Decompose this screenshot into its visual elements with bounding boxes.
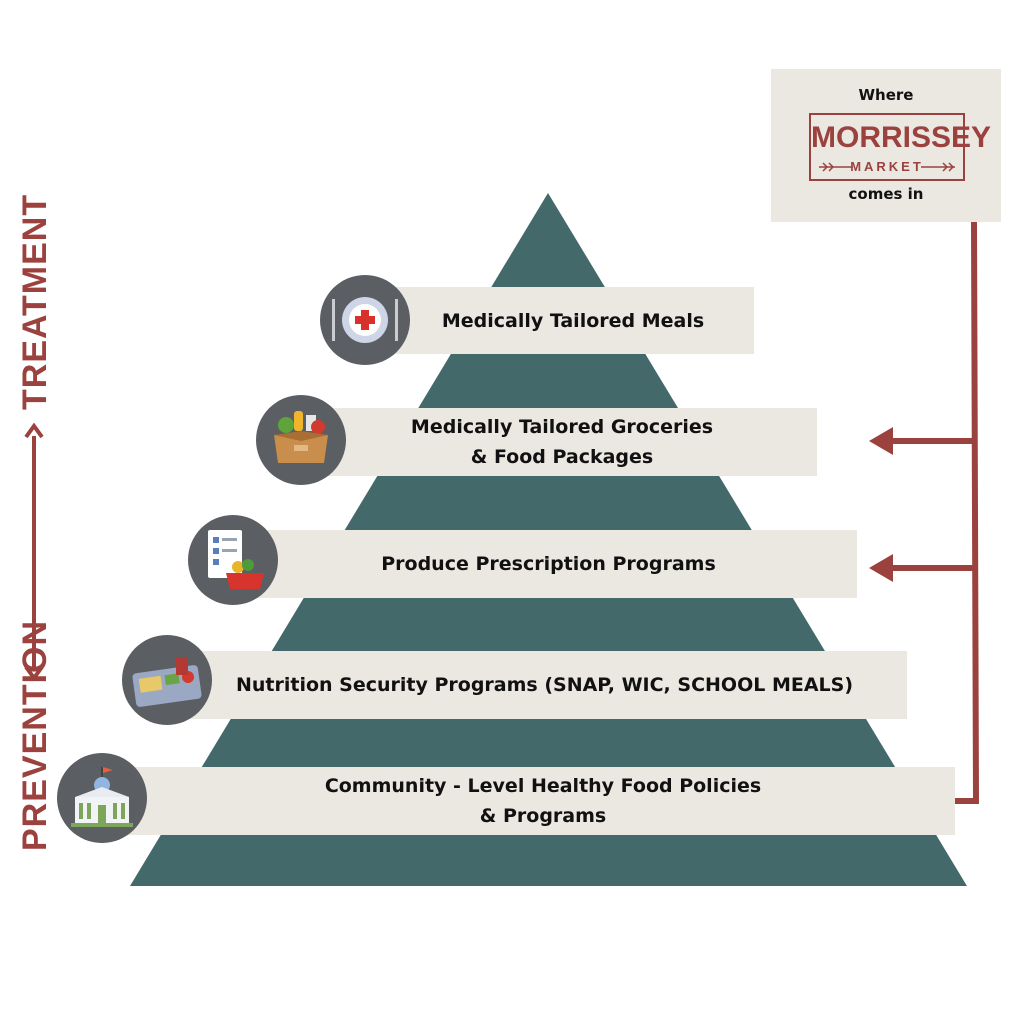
morrissey-callout: Where MORRISSEY MARKET comes in <box>771 69 1001 222</box>
treatment-label: TREATMENT <box>16 193 54 410</box>
callout-pre-text: Where <box>858 86 914 104</box>
medical-plate-icon <box>320 275 410 365</box>
tier-label-2b: & Food Packages <box>470 446 654 468</box>
tier-band-2: Medically Tailored Groceries & Food Pack… <box>307 408 817 476</box>
prescription-basket-icon <box>188 515 278 605</box>
arrowhead-produce <box>869 554 893 582</box>
tier-band-3: Produce Prescription Programs <box>240 530 857 598</box>
prevention-label: PREVENTION <box>16 619 54 851</box>
logo-brand-sub: MARKET <box>850 159 924 174</box>
tier-label-5a: Community - Level Healthy Food Policies <box>324 775 762 797</box>
tier-label-4: Nutrition Security Programs (SNAP, WIC, … <box>235 674 854 696</box>
tier-band-4: Nutrition Security Programs (SNAP, WIC, … <box>170 651 907 719</box>
grocery-box-icon <box>256 395 346 485</box>
lunch-tray-icon <box>122 635 212 725</box>
morrissey-logo: MORRISSEY MARKET <box>809 113 992 181</box>
tier-band-5: Community - Level Healthy Food Policies … <box>103 767 955 835</box>
logo-wheat-marks <box>819 162 955 172</box>
tier-label-1: Medically Tailored Meals <box>441 309 705 332</box>
callout-post-text: comes in <box>848 185 924 203</box>
treatment-prevention-arrow <box>24 422 44 682</box>
tier-band-1: Medically Tailored Meals <box>392 287 754 354</box>
logo-brand-name: MORRISSEY <box>811 121 992 154</box>
tier-label-5b: & Programs <box>479 805 607 827</box>
arrowhead-groceries <box>869 427 893 455</box>
tier-label-3: Produce Prescription Programs <box>381 553 716 575</box>
government-building-icon <box>57 753 147 843</box>
tier-label-2a: Medically Tailored Groceries <box>410 416 714 438</box>
